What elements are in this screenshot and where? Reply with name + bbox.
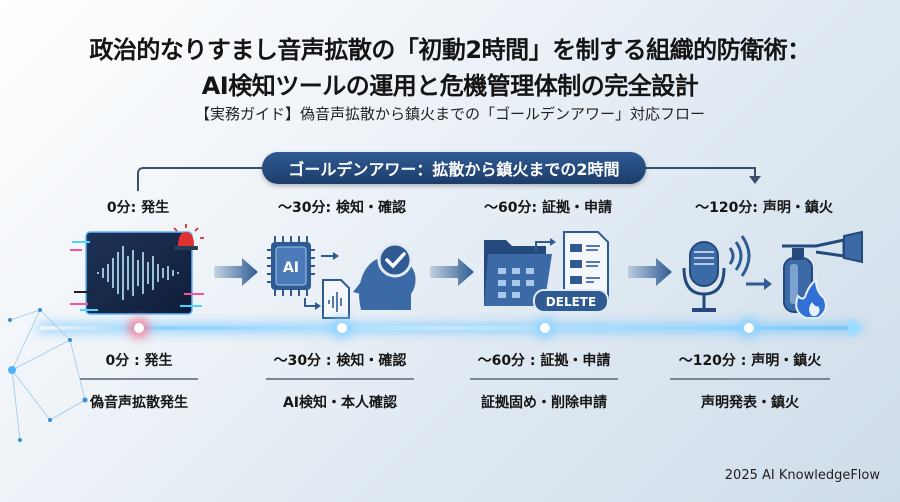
- subtitle: 【実務ガイド】偽音声拡散から鎮火までの「ゴールデンアワー」対応フロー: [194, 105, 705, 123]
- timeline-glow-line: [40, 326, 860, 330]
- network-decoration: [0, 300, 140, 460]
- step-3-summary: 〜60分 : 証拠・申請 証拠固め・削除申請: [470, 350, 618, 412]
- glitch-waveform-alarm-icon: [68, 222, 208, 322]
- step-1-time: 0分 : 発生: [105, 353, 173, 369]
- step-1-summary: 0分 : 発生 偽音声拡散発生: [80, 350, 198, 412]
- folder-document-delete-icon: DELETE: [480, 222, 620, 322]
- step-2-desc: AI検知・本人確認: [282, 395, 398, 411]
- ai-chip-person-check-icon: AI: [265, 222, 425, 322]
- divider: [470, 378, 618, 380]
- title-line-2: AI検知ツールの運用と危機管理体制の完全設計: [201, 72, 699, 100]
- divider: [670, 378, 830, 380]
- timeline-node-1: [134, 323, 144, 333]
- divider: [266, 378, 414, 380]
- timeline-node-3: [540, 323, 550, 333]
- bracket-arrow-down-icon: [749, 176, 761, 184]
- footer-credit: 2025 AI KnowledgeFlow: [724, 468, 880, 483]
- bracket-right-line: [646, 167, 756, 181]
- step-2-time: 〜30分 : 検知・確認: [273, 353, 407, 369]
- divider: [80, 378, 198, 380]
- step-4-desc: 声明発表・鎮火: [701, 395, 799, 411]
- flow-arrow-icon: [628, 258, 672, 286]
- step-4-summary: 〜120分 : 声明・鎮火 声明発表・鎮火: [670, 350, 830, 412]
- step-2-top-label: 〜30分: 検知・確認: [278, 200, 406, 216]
- timeline-node-4: [744, 323, 754, 333]
- flow-arrow-icon: [214, 258, 258, 286]
- golden-hour-banner: ゴールデンアワー：拡散から鎮火までの2時間: [262, 152, 646, 184]
- title-line-1: 政治的なりすまし音声拡散の「初動2時間」を制する組織的防衛術：: [89, 36, 811, 64]
- step-3-top-label: 〜60分: 証拠・申請: [484, 200, 612, 216]
- microphone-extinguisher-icon: [676, 222, 866, 322]
- step-1-top-label: 0分: 発生: [106, 200, 170, 216]
- step-3-time: 〜60分 : 証拠・申請: [477, 353, 611, 369]
- step-4-time: 〜120分 : 声明・鎮火: [678, 353, 822, 369]
- timeline-arrow-head-icon: [848, 318, 864, 338]
- step-2-summary: 〜30分 : 検知・確認 AI検知・本人確認: [266, 350, 414, 412]
- flow-arrow-icon: [430, 258, 474, 286]
- bracket-left-line: [137, 167, 264, 191]
- step-3-desc: 証拠固め・削除申請: [481, 395, 607, 411]
- timeline-node-2: [337, 323, 347, 333]
- step-4-top-label: 〜120分: 声明・鎮火: [695, 200, 833, 216]
- step-1-desc: 偽音声拡散発生: [90, 395, 188, 411]
- svg-text:DELETE: DELETE: [546, 295, 596, 309]
- svg-text:AI: AI: [283, 260, 299, 276]
